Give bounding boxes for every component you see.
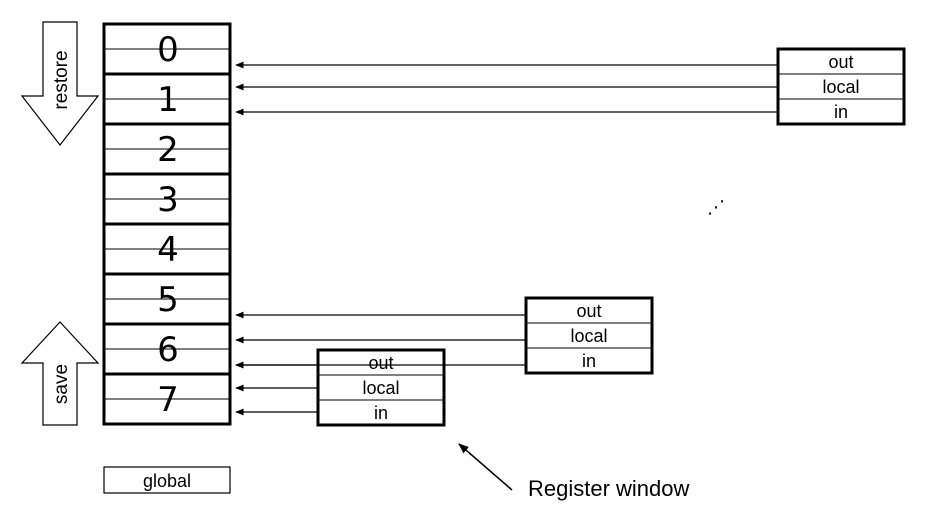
register-cell-number: 0 (157, 30, 179, 70)
caption-arrow (458, 443, 513, 491)
register-window-box: out local in (524, 296, 654, 375)
restore-label: restore (51, 50, 72, 109)
register-cell-number: 4 (157, 230, 179, 270)
window-in-label: in (582, 351, 596, 371)
register-cell-number: 3 (157, 180, 179, 220)
register-window-box: out local in (776, 47, 906, 126)
window-local-label: local (362, 378, 399, 398)
save-arrow: save (20, 321, 100, 426)
window-local-label: local (822, 77, 859, 97)
register-cell: 6 (102, 322, 232, 376)
register-cell: 4 (102, 222, 232, 276)
register-cell-number: 6 (157, 330, 179, 370)
register-cell-number: 5 (157, 280, 179, 320)
register-cell: 3 (102, 172, 232, 226)
pointer-arrows (235, 61, 778, 416)
register-cell: 0 (102, 22, 232, 76)
register-cell-number: 1 (157, 80, 179, 120)
global-label: global (143, 471, 191, 491)
window-in-label: in (834, 102, 848, 122)
register-cell: 2 (102, 122, 232, 176)
register-window-box: out local in (316, 348, 446, 427)
window-out-label: out (828, 52, 853, 72)
register-cell: 1 (102, 72, 232, 126)
register-cell: 5 (102, 272, 232, 326)
ellipsis-mark: ⋰ (707, 197, 725, 217)
register-stack: 0 1 2 3 4 5 6 7 (102, 22, 232, 426)
register-cell: 7 (102, 372, 232, 426)
register-cell-number: 7 (157, 380, 179, 420)
window-in-label: in (374, 403, 388, 423)
caption: Register window (528, 476, 690, 501)
window-local-label: local (570, 326, 607, 346)
window-boxes: out local in out local in out local in (316, 47, 906, 427)
window-out-label: out (368, 353, 393, 373)
window-out-label: out (576, 301, 601, 321)
global-box: global (103, 466, 231, 494)
restore-arrow: restore (20, 21, 100, 146)
register-cell-number: 2 (157, 130, 179, 170)
save-label: save (51, 364, 72, 404)
